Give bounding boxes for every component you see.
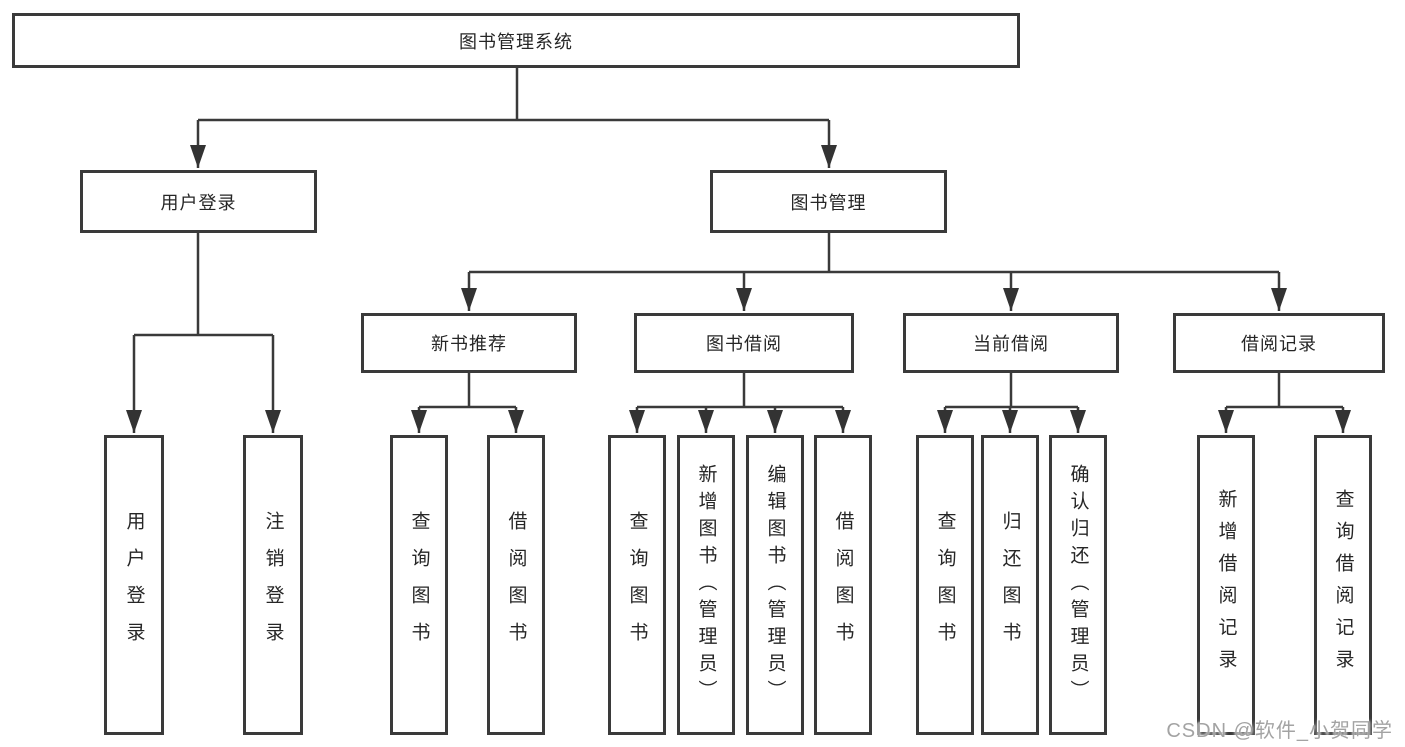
leaf-bb-query-books: 查询图书 — [608, 435, 666, 735]
node-new-book-recommend: 新书推荐 — [361, 313, 577, 373]
leaf-rec-query-books: 查询图书 — [390, 435, 448, 735]
leaf-cb-query-books: 查询图书 — [916, 435, 974, 735]
node-borrowing-records: 借阅记录 — [1173, 313, 1385, 373]
leaf-cb-return-books: 归还图书 — [981, 435, 1039, 735]
node-borrowing-records-label: 借阅记录 — [1241, 334, 1317, 354]
leaf-bb-borrow-books-label: 借阅图书 — [832, 511, 854, 659]
leaf-cb-return-books-label: 归还图书 — [999, 511, 1021, 659]
leaf-cb-confirm-return-admin: 确认归还（管理员） — [1049, 435, 1107, 735]
leaf-bb-borrow-books: 借阅图书 — [814, 435, 872, 735]
leaf-cb-confirm-return-admin-label: 确认归还（管理员） — [1067, 463, 1089, 707]
leaf-br-query-record-label: 查询借阅记录 — [1332, 489, 1354, 681]
node-library-management-system: 图书管理系统 — [12, 13, 1020, 68]
leaf-br-add-record: 新增借阅记录 — [1197, 435, 1255, 735]
leaf-bb-query-books-label: 查询图书 — [626, 511, 648, 659]
node-new-book-recommend-label: 新书推荐 — [431, 334, 507, 354]
leaf-logout-label: 注销登录 — [262, 511, 284, 659]
leaf-user-login: 用户登录 — [104, 435, 164, 735]
node-book-management: 图书管理 — [710, 170, 947, 233]
node-current-borrowing-label: 当前借阅 — [973, 334, 1049, 354]
leaf-rec-query-books-label: 查询图书 — [408, 511, 430, 659]
leaf-bb-edit-books-admin-label: 编辑图书（管理员） — [764, 463, 786, 707]
leaf-user-login-label: 用户登录 — [123, 511, 145, 659]
node-book-borrowing-label: 图书借阅 — [706, 334, 782, 354]
leaf-rec-borrow-books-label: 借阅图书 — [505, 511, 527, 659]
leaf-rec-borrow-books: 借阅图书 — [487, 435, 545, 735]
leaf-bb-edit-books-admin: 编辑图书（管理员） — [746, 435, 804, 735]
node-book-borrowing: 图书借阅 — [634, 313, 854, 373]
node-book-management-label: 图书管理 — [790, 192, 867, 213]
node-current-borrowing: 当前借阅 — [903, 313, 1119, 373]
leaf-bb-add-books-admin-label: 新增图书（管理员） — [695, 463, 717, 707]
leaf-br-query-record: 查询借阅记录 — [1314, 435, 1372, 735]
node-user-login-label: 用户登录 — [160, 192, 237, 213]
node-user-login: 用户登录 — [80, 170, 317, 233]
node-library-management-system-label: 图书管理系统 — [459, 31, 573, 52]
leaf-logout: 注销登录 — [243, 435, 303, 735]
leaf-br-add-record-label: 新增借阅记录 — [1215, 489, 1237, 681]
leaf-bb-add-books-admin: 新增图书（管理员） — [677, 435, 735, 735]
leaf-cb-query-books-label: 查询图书 — [934, 511, 956, 659]
csdn-watermark: CSDN @软件_小贺同学 — [1166, 720, 1393, 742]
